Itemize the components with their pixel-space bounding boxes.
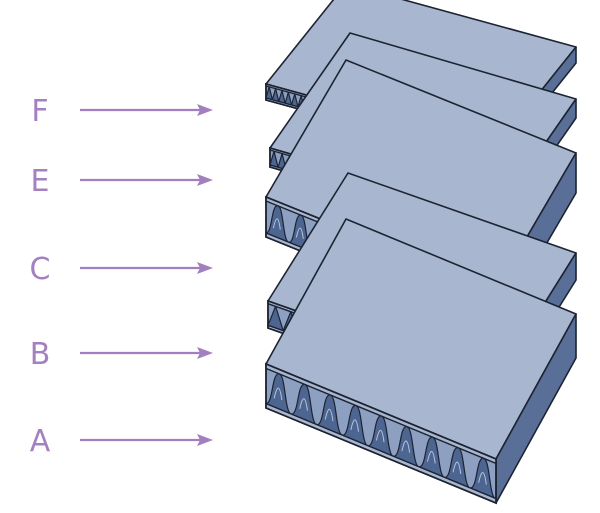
flute-label-a: A [30,424,51,459]
flute-highlight [478,472,487,485]
flute-labels: FE C B A [30,94,213,459]
flute-highlight [350,419,360,432]
arrow-f-head-icon [197,104,213,116]
flute-label-b: B [30,337,51,372]
flute-label-e: E [31,164,50,199]
flute-highlight [427,451,436,464]
arrow-e-head-icon [197,174,213,186]
board-stack [265,0,577,505]
flute-highlight [273,387,283,401]
flute-highlight [401,440,411,453]
flute-highlight [452,461,462,475]
arrow-a-head-icon [197,434,213,446]
flute-highlight [295,227,304,239]
board-a-outline [265,362,497,505]
flute-highlight [375,429,385,443]
flute-label-c: C [30,252,51,287]
flute-label-f: F [31,94,48,129]
arrow-c-head-icon [197,262,213,274]
arrow-b-head-icon [197,347,213,359]
flute-highlight [299,398,308,411]
flute-highlight [272,218,281,230]
board-a [265,218,577,505]
flute-highlight [324,408,334,422]
board-a-flutes [265,373,497,500]
